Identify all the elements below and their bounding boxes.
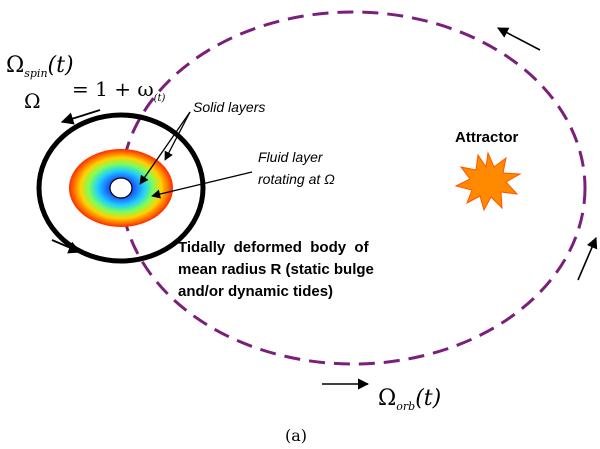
body-outer-ring — [36, 112, 206, 264]
solid-layers-pointer-2 — [164, 111, 191, 161]
orbit-path — [119, 10, 587, 366]
body-desc-line-3: and/or dynamic tides) — [178, 283, 333, 300]
body-desc-line-2: mean radius R (static bulge — [178, 261, 374, 278]
body-core — [109, 177, 133, 199]
orbit-arrow-top — [497, 27, 541, 51]
fluid-layer-label-2: rotating at Ω — [258, 171, 335, 187]
omega-orb-label: Ωorb(t) — [378, 386, 441, 413]
solid-layers-label: Solid layers — [193, 99, 265, 115]
spin-arrow-upper — [60, 109, 101, 125]
star-burst-icon — [454, 151, 522, 212]
body-desc-line-1: Tidally deformed body of — [178, 239, 370, 256]
omega-denominator: Ω — [24, 89, 41, 113]
orbit-arrow-right — [577, 236, 598, 281]
fluid-layer-pointer — [151, 171, 253, 199]
omega-spin-label: Ωspin(t) — [6, 53, 74, 80]
attractor-label: Attractor — [455, 129, 519, 146]
spin-rhs: = 1 + ω(t) — [72, 77, 166, 104]
fluid-layer-label-1: Fluid layer — [258, 149, 324, 165]
solid-layers-pointer-1 — [139, 111, 191, 185]
figure-caption: (a) — [285, 426, 307, 445]
